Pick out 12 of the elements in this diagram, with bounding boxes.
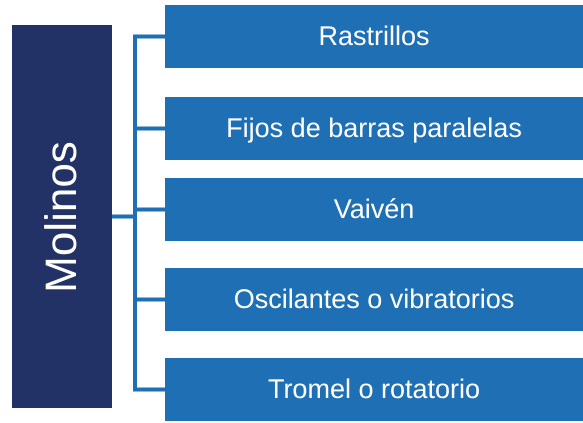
item-box <box>165 178 583 241</box>
item-label: Rastrillos <box>318 20 430 53</box>
item-box <box>165 97 583 160</box>
category-box <box>12 25 112 408</box>
item-box <box>165 5 583 68</box>
item-label: Vaivén <box>334 192 414 226</box>
item-label: Oscilantes o vibratorios <box>234 282 514 316</box>
item-label: Tromel o rotatorio <box>268 372 480 406</box>
item-box <box>165 358 583 421</box>
item-label: Fijos de barras paralelas <box>226 112 522 145</box>
category-label: Molinos <box>40 140 84 292</box>
item-box <box>165 268 583 331</box>
